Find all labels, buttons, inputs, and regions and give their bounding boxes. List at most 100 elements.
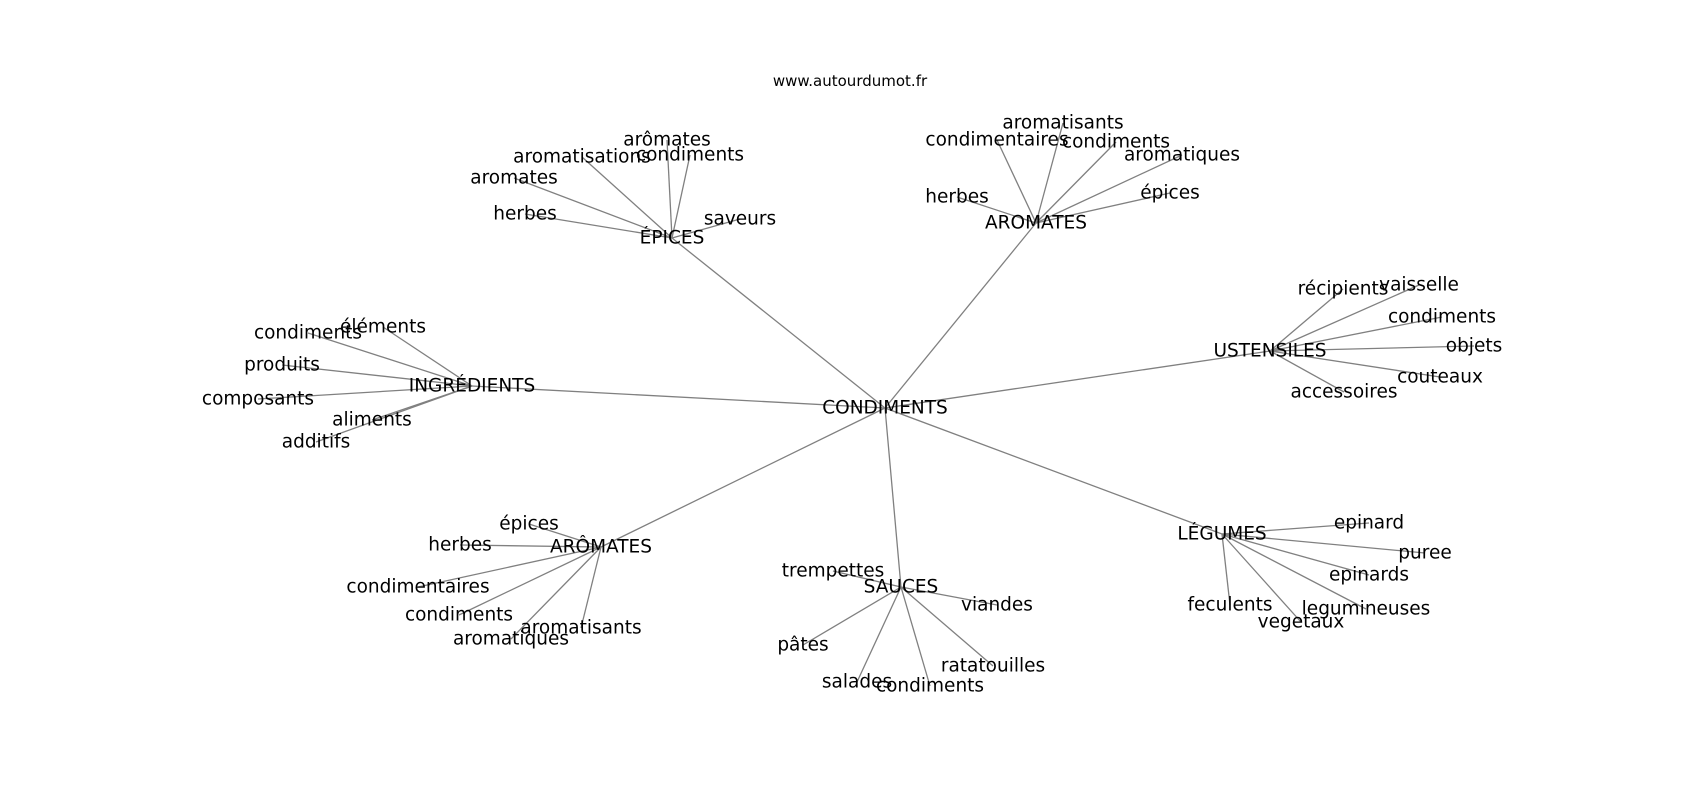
term-label: viandes (961, 595, 1033, 616)
edge-cluster-to-term (257, 385, 473, 400)
term-label: trempettes (782, 561, 885, 582)
term-label: puree (1398, 543, 1451, 564)
term-label: aromatiques (453, 629, 569, 650)
edge-center-to-cluster (884, 350, 1271, 409)
edge-cluster-to-term (459, 544, 602, 548)
term-label: objets (1446, 336, 1502, 357)
edge-cluster-to-term (1269, 316, 1443, 352)
edge-cluster-to-term (1221, 533, 1370, 576)
edge-cluster-to-term (510, 546, 602, 640)
term-label: accessoires (1290, 382, 1397, 403)
term-label: aromates (470, 168, 558, 189)
edge-cluster-to-term (1269, 284, 1420, 352)
term-label: aliments (332, 410, 412, 431)
cluster-label: USTENSILES (1213, 341, 1326, 362)
term-label: legumineuses (1302, 599, 1431, 620)
term-label: couteaux (1397, 367, 1483, 388)
graph-edges (257, 122, 1475, 687)
term-label: epinard (1334, 513, 1404, 534)
edge-cluster-to-term (1269, 345, 1475, 352)
edge-center-to-cluster (884, 407, 902, 588)
edge-cluster-to-term (281, 364, 473, 387)
edge-cluster-to-term (1035, 192, 1171, 224)
edge-cluster-to-term (666, 139, 673, 239)
term-label: herbes (428, 535, 491, 556)
edge-cluster-to-term (1035, 141, 1117, 224)
center-node-label: CONDIMENTS (822, 398, 948, 419)
term-label: condiments (1388, 307, 1496, 328)
term-label: pâtes (777, 635, 828, 656)
edge-cluster-to-term (1035, 122, 1064, 224)
edge-cluster-to-term (671, 154, 691, 239)
edge-cluster-to-term (382, 326, 473, 387)
term-label: éléments (340, 317, 426, 338)
cluster-label: AROMATES (985, 213, 1087, 234)
term-label: ratatouilles (941, 656, 1045, 677)
edge-cluster-to-term (315, 385, 473, 443)
cluster-label: ARÔMATES (550, 536, 652, 558)
edge-cluster-to-term (802, 586, 902, 646)
edge-cluster-to-term (996, 139, 1037, 224)
term-label: condiments (636, 145, 744, 166)
source-url: www.autourdumot.fr (772, 72, 928, 90)
edge-cluster-to-term (1221, 533, 1367, 610)
term-label: aromatisants (1002, 113, 1123, 134)
edge-cluster-to-term (1269, 350, 1345, 393)
term-label: condiments (1062, 132, 1170, 153)
edge-cluster-to-term (856, 586, 902, 683)
term-label: produits (244, 355, 320, 376)
cluster-label: INGRÉDIENTS (409, 375, 535, 397)
term-label: epinards (1329, 565, 1409, 586)
term-label: feculents (1188, 595, 1273, 616)
term-label: épices (1140, 183, 1199, 204)
cluster-label: ÉPICES (640, 227, 705, 249)
edge-center-to-cluster (884, 407, 1223, 535)
edge-cluster-to-term (900, 586, 998, 606)
edge-cluster-to-term (528, 523, 602, 548)
edge-cluster-to-term (1221, 522, 1370, 535)
edge-cluster-to-term (417, 546, 602, 588)
edge-cluster-to-term (513, 177, 673, 239)
term-label: vaisselle (1379, 275, 1459, 296)
term-label: condimentaires (925, 130, 1068, 151)
edge-cluster-to-term (900, 586, 931, 687)
term-label: herbes (493, 204, 556, 225)
term-label: vegetaux (1258, 612, 1345, 633)
term-label: condiments (405, 605, 513, 626)
cluster-label: SAUCES (864, 577, 939, 598)
edge-cluster-to-term (524, 213, 673, 239)
edge-center-to-cluster (671, 237, 886, 409)
term-label: aromatiques (1124, 145, 1240, 166)
term-label: salades (822, 672, 892, 693)
edge-cluster-to-term (580, 546, 602, 629)
edge-cluster-to-term (581, 156, 673, 239)
term-label: aromatisants (520, 618, 641, 639)
term-label: récipients (1298, 279, 1389, 300)
term-label: herbes (925, 187, 988, 208)
term-label: condiments (254, 323, 362, 344)
edge-center-to-cluster (600, 407, 886, 548)
edge-cluster-to-term (956, 196, 1037, 224)
term-label: arômates (623, 130, 711, 151)
edge-cluster-to-term (1221, 533, 1302, 623)
term-label: composants (202, 389, 314, 410)
term-label: additifs (282, 432, 351, 453)
term-label: condiments (876, 676, 984, 697)
edge-cluster-to-term (1221, 533, 1231, 606)
edge-cluster-to-term (1035, 154, 1183, 224)
term-label: condimentaires (346, 577, 489, 598)
edge-center-to-cluster (471, 385, 886, 409)
edge-cluster-to-term (307, 332, 473, 387)
graph-labels: arômatesaromatisationscondimentsaromates… (202, 113, 1502, 697)
edge-cluster-to-term (900, 586, 994, 667)
term-label: aromatisations (513, 147, 651, 168)
edge-cluster-to-term (1269, 350, 1441, 378)
edge-cluster-to-term (1221, 533, 1426, 554)
edge-cluster-to-term (1269, 288, 1344, 352)
edge-cluster-to-term (458, 546, 602, 616)
cluster-label: LÉGUMES (1177, 523, 1266, 545)
edge-center-to-cluster (884, 222, 1037, 409)
edge-cluster-to-term (671, 218, 741, 239)
